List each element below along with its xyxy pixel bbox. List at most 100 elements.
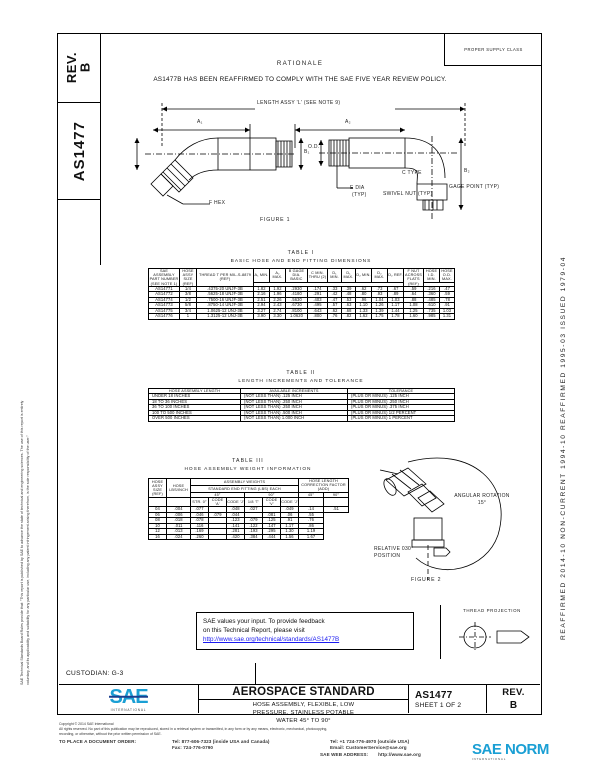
- figure-2-drawing: ANGULAR ROTATION 15° RELATIVE 030° POSIT…: [374, 440, 548, 605]
- table-cell: .420: [226, 533, 245, 540]
- c-type-label: C TYPE: [402, 170, 422, 176]
- th-d2-max: D₂ MAX.: [371, 268, 388, 283]
- table-3-group-row: HOSE ASSY SIZE (REF) HOSE LBS/INCH ASSEM…: [148, 478, 350, 498]
- sae-norm-text: SAE NORM: [472, 742, 592, 757]
- th-blank-1: [148, 496, 167, 508]
- revision-history: REAFFIRMED 2014-10 NON-CURRENT 1994-10 R…: [560, 255, 567, 640]
- th-18-t: 1/8 'T': [244, 496, 263, 508]
- table-cell: 1.56: [279, 533, 300, 540]
- od-label: O.D.: [308, 144, 320, 150]
- title-line-2: PRESSURE, STAINLESS POTABLE: [252, 709, 355, 716]
- table-cell: (PLUS OR MINUS) .125 INCH: [347, 393, 455, 400]
- table-cell: 1.60: [403, 313, 424, 320]
- table-cell: AS14776: [148, 313, 180, 320]
- th-a1: A₁ MIN.: [253, 268, 270, 283]
- table-1: SAE ASSEMBLY PART NUMBER (SEE NOTE 1) HO…: [148, 268, 455, 320]
- doc-number-cell: AS1477 SHEET 1 OF 2: [409, 685, 487, 713]
- rev-cell: REV. B: [487, 685, 540, 713]
- web-url: http://www.sae.org: [378, 752, 421, 758]
- table-cell: 1.03: [439, 307, 455, 315]
- table-cell: .985: [423, 313, 440, 320]
- custodian-blank-cell: [256, 663, 540, 685]
- figure-2-caption: FIGURE 2: [411, 577, 442, 583]
- supply-class-box: PROPER SUPPLY CLASS: [444, 33, 542, 66]
- figure-1-drawing: FIGURE 1 LENGTH ASSY 'L' (SEE NOTE 9) A₁…: [105, 92, 535, 227]
- th-hose-od: HOSE O.D. MAX.: [439, 268, 455, 283]
- relative-position-label: RELATIVE 030° POSITION: [374, 546, 414, 559]
- table-cell: 1.62: [355, 313, 372, 320]
- th-code-j: CODE 'J': [226, 496, 245, 508]
- table-cell: .47: [439, 285, 455, 293]
- disclaimer-line-2: voluntary, and its applicability and sui…: [25, 435, 30, 685]
- table-cell: .260: [190, 533, 209, 540]
- custodian-text: CUSTODIAN: G-3: [66, 670, 124, 677]
- sae-norm-watermark: SAE NORM INTERNATIONAL: [472, 742, 592, 766]
- table-cell: .384: [244, 533, 263, 540]
- th-blank-2: [166, 496, 191, 508]
- table-1-header-row-2: [149, 281, 455, 287]
- th-thread: THREAD T PER MIL-S-8879 (REF): [196, 268, 254, 287]
- feedback-box: SAE values your input. To provide feedba…: [196, 612, 414, 650]
- table-cell: .91: [439, 302, 455, 309]
- page-footer: Copyright © 2014 SAE International All r…: [59, 722, 540, 759]
- th-hose-size-3: HOSE ASSY SIZE (REF): [148, 478, 167, 498]
- length-assy-note: LENGTH ASSY 'L' (SEE NOTE 9): [257, 100, 341, 106]
- table-2-header-row: HOSE ASSEMBLY LENGTH AVAILABLE INCREMENT…: [148, 387, 455, 395]
- table-3: HOSE ASSY SIZE (REF) HOSE LBS/INCH ASSEM…: [148, 478, 350, 540]
- table-cell: 1.67: [298, 533, 325, 540]
- th-part-number: SAE ASSEMBLY PART NUMBER (SEE NOTE 1): [148, 268, 180, 287]
- sae-norm-tagline: INTERNATIONAL: [472, 757, 507, 761]
- rev-cell-value: B: [509, 700, 518, 711]
- th-blank-3: [298, 496, 325, 508]
- th-assembly-weights: ASSEMBLY WEIGHTS: [189, 478, 300, 486]
- th-standard-fitting: STANDARD END FITTING (LBS) EACH: [189, 484, 300, 493]
- table-2-title: TABLE II: [286, 370, 316, 376]
- tel-usa: Tel: 877-606-7323 (inside USA and Canada…: [172, 738, 270, 744]
- th-d2-ref: D₂ REF.: [387, 268, 404, 283]
- table-cell: 3.30: [269, 313, 286, 320]
- document-title: HOSE ASSEMBLY, FLEXIBLE, LOW PRESSURE, S…: [253, 700, 355, 726]
- order-spacer: [59, 745, 162, 752]
- table-cell: .78: [439, 296, 455, 304]
- title-line-3: WATER 45° TO 90°: [276, 717, 331, 724]
- table-1-subtitle: BASIC HOSE AND END FITTING DIMENSIONS: [230, 259, 372, 264]
- table-cell: .800: [307, 313, 328, 320]
- table-row: 36 TO 100 INCHES(NOT LESS THAN) .250 INC…: [148, 404, 455, 411]
- f-hex-label: F HEX: [209, 200, 226, 206]
- table-cell: .049: [279, 506, 300, 513]
- sae-logo-mark: SAE: [109, 687, 149, 707]
- table-2-body: UNDER 18 INCHES(NOT LESS THAN) .125 INCH…: [148, 393, 455, 422]
- feedback-line-2: on this Technical Report, please visit: [203, 627, 305, 635]
- table-3-subheader-row: STR. 0° CODE 'A' CODE 'J' 1/8 'T' CODE '…: [148, 496, 350, 508]
- table-cell: .024: [166, 533, 191, 540]
- table-2: HOSE ASSEMBLY LENGTH AVAILABLE INCREMENT…: [148, 387, 455, 422]
- th-code-j2: CODE 'J': [279, 496, 300, 508]
- rev-cell-label: REV.: [502, 687, 525, 698]
- th-d2-min: D₂ MIN.: [355, 268, 372, 283]
- email-line: Email: CustomerService@sae.org: [330, 745, 407, 751]
- feedback-link[interactable]: http://www.sae.org/technical/standards/A…: [203, 636, 340, 644]
- aerospace-standard-label: AEROSPACE STANDARD: [199, 685, 408, 700]
- tel-intl: Tel: +1 724-776-4970 (outside USA): [330, 738, 410, 744]
- table-row: 04.004.077.048.027.049.14.51: [148, 506, 350, 513]
- table-2-subtitle: LENGTH INCREMENTS AND TOLERANCE: [238, 379, 364, 384]
- drawing-frame: [57, 33, 542, 715]
- th-hose-id: HOSE I.D. MIN.: [423, 268, 440, 283]
- sae-norm-label: SAE NORM: [472, 741, 549, 758]
- th-correction-factor: HOSE LENGTH CORRECTION FACTOR (ADD): [298, 478, 350, 493]
- doc-number-value: AS1477: [415, 689, 453, 701]
- fax-line: Fax: 724-776-0790: [172, 745, 214, 751]
- table-cell: .82: [341, 313, 356, 320]
- th-90: 90°: [243, 491, 300, 498]
- table-cell: .76: [327, 313, 342, 320]
- gage-point-label: GAGE POINT (TYP): [449, 184, 500, 190]
- title-cell: AEROSPACE STANDARD HOSE ASSEMBLY, FLEXIB…: [199, 685, 409, 724]
- rationale-text: AS1477B HAS BEEN REAFFIRMED TO COMPLY WI…: [153, 76, 447, 83]
- th-d1-min: D₁ MIN.: [327, 268, 342, 283]
- th-hose-size: HOSE ASSY SIZE (REF): [179, 268, 197, 287]
